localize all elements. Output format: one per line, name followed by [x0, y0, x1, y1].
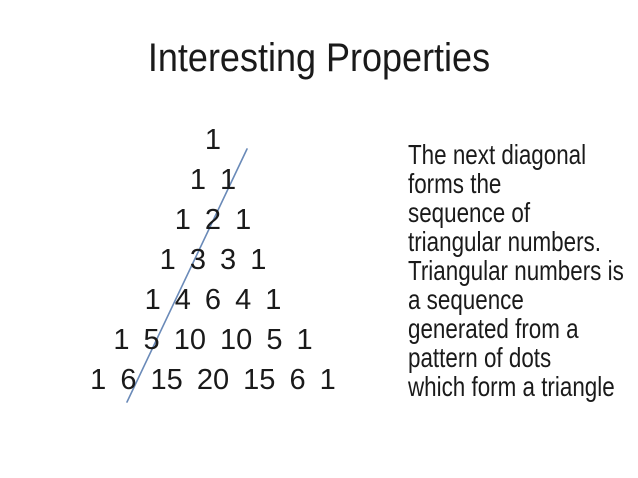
body-text-line: which form a triangle — [408, 371, 615, 402]
triangle-row: 1 5 10 10 5 1 — [113, 324, 313, 356]
body-text-line: a sequence — [408, 284, 524, 315]
body-text-line: Triangular numbers is — [408, 255, 624, 286]
body-text-line: generated from a — [408, 313, 579, 344]
body-text-line: The next diagonal — [408, 139, 587, 170]
triangle-row: 1 — [204, 124, 222, 156]
slide-title: Interesting Properties — [147, 36, 491, 80]
body-text-line: triangular numbers. — [408, 226, 601, 257]
body-text-line: forms the — [408, 168, 502, 199]
pascals-triangle: 1 1 1 1 2 1 1 3 3 1 1 4 6 4 1 1 5 10 10 … — [73, 120, 353, 400]
triangle-row: 1 6 15 20 15 6 1 — [90, 364, 336, 396]
triangle-row: 1 2 1 — [174, 204, 252, 236]
body-text-line: pattern of dots — [408, 342, 552, 373]
triangle-row: 1 3 3 1 — [159, 244, 267, 276]
triangle-row: 1 1 — [189, 164, 237, 196]
body-text-line: sequence of — [408, 197, 531, 228]
body-text-block: The next diagonal forms the sequence of … — [408, 140, 638, 401]
triangle-row: 1 4 6 4 1 — [144, 284, 282, 316]
